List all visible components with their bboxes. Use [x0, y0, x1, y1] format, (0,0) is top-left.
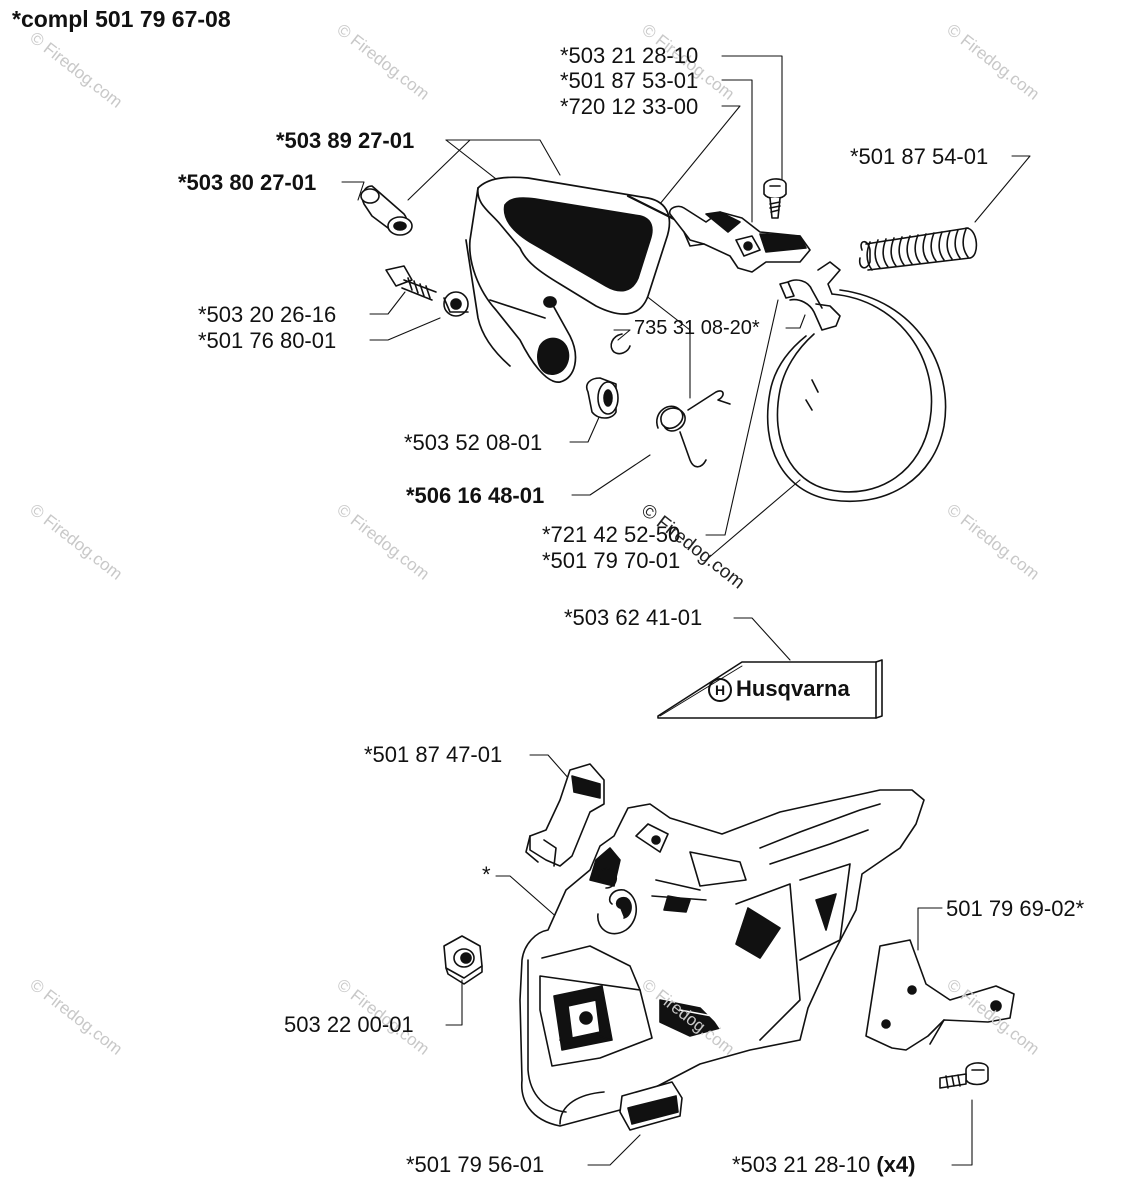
screw-top-drawing — [763, 178, 787, 219]
coil-spring-drawing — [858, 227, 978, 271]
part-label: *503 80 27-01 — [178, 170, 317, 195]
husqvarna-decal-drawing — [657, 659, 883, 719]
part-label: *503 52 08-01 — [404, 430, 543, 455]
part-label: *503 89 27-01 — [276, 128, 415, 153]
part-label: 501 79 69-02* — [946, 896, 1085, 921]
part-label: 735 31 08-20* — [634, 317, 760, 339]
part-label: *503 21 28-10 — [560, 43, 699, 68]
screw-bottom-drawing — [939, 1062, 989, 1089]
complete-assembly-number: *compl 501 79 67-08 — [12, 6, 231, 32]
husqvarna-h-logo-icon: H — [708, 678, 732, 702]
part-label: *721 42 52-50 — [542, 522, 681, 547]
part-label: *720 12 33-00 — [560, 94, 699, 119]
pivot-bushing-drawing — [585, 377, 619, 419]
brake-handle-drawing — [465, 176, 671, 383]
part-label: *503 20 26-16 — [198, 302, 337, 327]
part-label: *501 79 56-01 — [406, 1152, 545, 1177]
part-number: *503 21 28-10 — [732, 1152, 871, 1177]
part-label: *501 87 54-01 — [850, 144, 989, 169]
bushing-drawing — [360, 185, 413, 236]
torsion-spring-drawing — [656, 390, 731, 468]
part-label: *501 79 70-01 — [542, 548, 681, 573]
bolt-drawing — [385, 265, 469, 317]
brand-name: Husqvarna — [736, 676, 850, 701]
circlip-drawing — [610, 333, 631, 355]
part-label: *503 21 28-10 (x4) — [732, 1154, 915, 1176]
part-label: *501 76 80-01 — [198, 328, 337, 353]
part-label: * — [482, 862, 491, 887]
part-label: *501 87 47-01 — [364, 742, 503, 767]
chain-catcher-drawing — [865, 939, 1015, 1051]
part-label: *501 87 53-01 — [560, 68, 699, 93]
part-quantity: (x4) — [876, 1152, 916, 1177]
brake-band-drawing — [766, 261, 947, 502]
cover-insert-drawing — [619, 1081, 683, 1131]
guide-plate-drawing — [525, 763, 605, 867]
part-label: 503 22 00-01 — [284, 1012, 414, 1037]
brake-lever-drawing — [626, 194, 811, 273]
part-label: *506 16 48-01 — [406, 483, 545, 508]
clutch-cover-drawing — [519, 789, 925, 1127]
part-label: *503 62 41-01 — [564, 605, 703, 630]
nut-drawing — [443, 935, 483, 985]
